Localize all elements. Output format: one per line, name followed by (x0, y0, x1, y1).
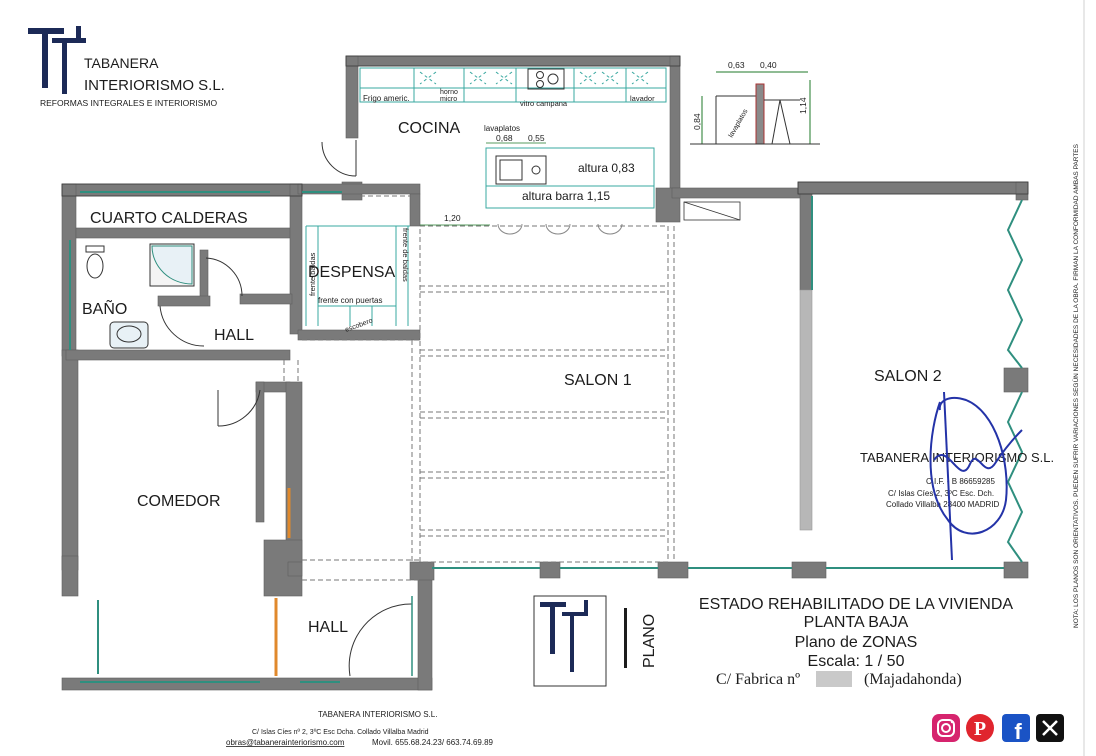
hob-icon (527, 68, 565, 90)
folding-doors-lower (1006, 391, 1024, 563)
footer-email[interactable]: obras@tabanerainteriorismo.com (226, 738, 345, 747)
footer: TABANERA INTERIORISMO S.L. C/ Islas Cíes… (226, 710, 494, 747)
instagram-icon[interactable] (932, 714, 960, 742)
stool-icons (497, 223, 623, 235)
kitchen-door-arc (321, 141, 357, 177)
stamp-city: Collado Villalba 28400 MADRID (886, 500, 999, 509)
section-detail (690, 71, 820, 145)
dim-068: 0,68 (496, 133, 513, 143)
room-despensa: DESPENSA (308, 264, 395, 281)
room-comedor: COMEDOR (137, 493, 221, 510)
tt-monogram-icon (28, 26, 86, 94)
room-cuarto-calderas: CUARTO CALDERAS (90, 210, 248, 227)
x-icon[interactable] (1036, 714, 1064, 742)
orange-jambs (274, 488, 291, 676)
label-altura-barra: altura barra 1,15 (522, 189, 610, 203)
bathroom-fixtures (85, 243, 195, 349)
redacted-number (816, 671, 852, 687)
windows (69, 191, 1004, 683)
pinterest-icon[interactable]: P (966, 714, 994, 742)
title-line1: ESTADO REHABILITADO DE LA VIVIENDA (699, 596, 1013, 613)
dashed-beams (283, 195, 675, 581)
label-frente-con-puertas: frente con puertas (318, 296, 382, 305)
label-vitro: vitro campana (520, 99, 568, 108)
label-lavador: lavador (630, 94, 655, 103)
washbasin-icon (109, 321, 149, 349)
footer-phones: Movil. 655.68.24.23/ 663.74.69.89 (372, 738, 494, 747)
hatch-box (683, 201, 741, 221)
footer-company: TABANERA INTERIORISMO S.L. (318, 710, 437, 719)
hall-doors (159, 257, 261, 427)
signature-icon (929, 391, 1023, 561)
svg-text:P: P (974, 718, 986, 740)
dim-040: 0,40 (760, 60, 777, 70)
label-frente-baldas: frente baldas (308, 252, 317, 296)
company-logo: TABANERA INTERIORISMO S.L. REFORMAS INTE… (26, 24, 225, 114)
dim-055: 0,55 (528, 133, 545, 143)
title-plano-label: PLANO (641, 614, 658, 668)
title-line5-suffix: (Majadahonda) (864, 671, 962, 688)
wall-outline (61, 55, 1029, 197)
room-hall-lower: HALL (308, 619, 348, 636)
sink-icon (495, 155, 547, 185)
label-lavaplatos: lavaplatos (484, 124, 520, 133)
dim-084: 0,84 (692, 113, 702, 130)
room-salon-1: SALON 1 (564, 372, 632, 389)
svg-text:f: f (1014, 719, 1022, 744)
label-micro: micro (440, 96, 457, 103)
footer-address: C/ Islas Cíes nº 2, 3ºC Esc Dcha. Collad… (252, 729, 429, 736)
title-line4: Escala: 1 / 50 (808, 653, 905, 670)
label-frente-de-baldas: frente de baldas (401, 228, 410, 282)
section-lavaplatos: lavaplatos (728, 108, 750, 139)
title-line2: PLANTA BAJA (804, 614, 909, 631)
dim-120: 1,20 (444, 213, 461, 223)
title-block: PLANO ESTADO REHABILITADO DE LA VIVIENDA… (533, 595, 1013, 688)
title-line5-prefix: C/ Fabrica nº (716, 671, 800, 688)
toilet-icon (85, 245, 105, 279)
stamp-company: TABANERA INTERIORISMO S.L. (860, 450, 1054, 465)
stamp-cif: C.I.F. - B 86659285 (926, 477, 995, 486)
company-tagline: REFORMAS INTEGRALES E INTERIORISMO (40, 98, 217, 108)
folding-doors (1006, 199, 1024, 369)
facebook-icon[interactable]: f (1002, 714, 1030, 744)
title-line3: Plano de ZONAS (795, 634, 918, 651)
label-frigo: Frigo americ. (363, 94, 410, 103)
label-altura-083: altura 0,83 (578, 161, 635, 175)
room-cocina: COCINA (398, 120, 461, 137)
room-hall-upper: HALL (214, 327, 254, 344)
entry-door (348, 596, 413, 677)
pantry-shelves (305, 225, 410, 326)
label-horno: horno (440, 89, 458, 96)
side-note: NOTA: LOS PLANOS SON ORIENTATIVOS. PUEDE… (1071, 143, 1080, 628)
room-bano: BAÑO (82, 298, 127, 318)
social-icons: P f (932, 714, 1064, 744)
stamp-address: C/ Islas Cíes 2, 3ºC Esc. Dch. (888, 489, 994, 498)
dim-114: 1,14 (798, 97, 808, 114)
dim-063: 0,63 (728, 60, 745, 70)
company-stamp: TABANERA INTERIORISMO S.L. C.I.F. - B 86… (860, 450, 1054, 509)
kitchen-cabinets (359, 67, 667, 103)
company-name-line1: TABANERA (84, 55, 159, 71)
tt-monogram-small-icon (540, 600, 588, 672)
kitchen-island (485, 147, 655, 235)
company-name-line2: INTERIORISMO S.L. (84, 77, 225, 94)
room-salon-2: SALON 2 (874, 368, 942, 385)
